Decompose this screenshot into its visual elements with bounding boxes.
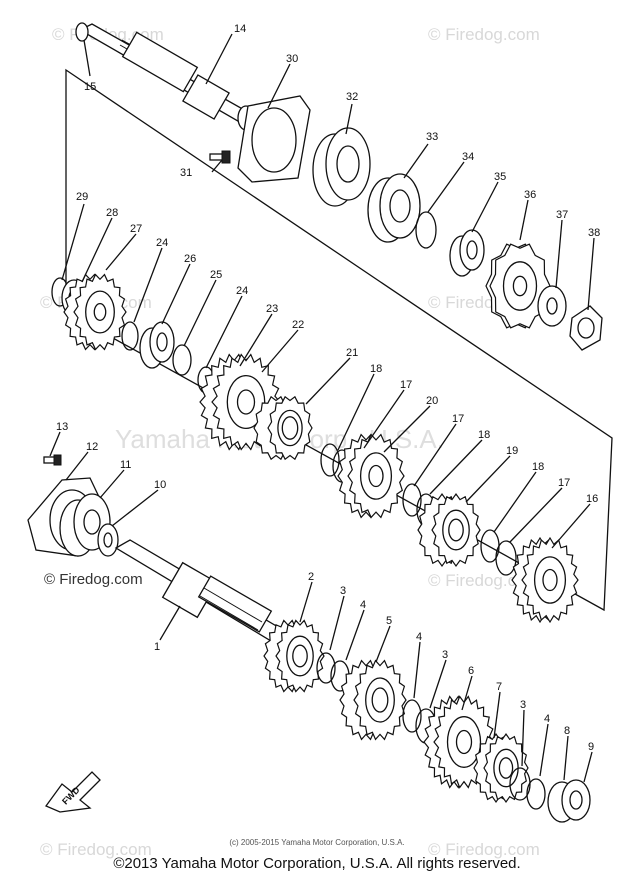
bushing [139,321,175,369]
part-number-23: 23 [266,303,278,315]
circlip [320,443,340,477]
watermark-lower-right: © Firedog.com [428,571,540,590]
screw [43,454,62,466]
part-number-4c: 4 [544,713,550,725]
part-number-25: 25 [210,269,222,281]
part-number-15: 15 [84,81,96,93]
washer [316,652,336,684]
gear [511,536,579,624]
part-number-21: 21 [346,347,358,359]
bearing-retainer-plate [237,95,311,183]
part-number-26: 26 [184,253,196,265]
screw [209,150,231,164]
gear [63,273,127,351]
part-number-6: 6 [468,665,474,677]
part-number-33: 33 [426,131,438,143]
part-number-7: 7 [496,681,502,693]
part-number-32: 32 [346,91,358,103]
part-number-4a: 4 [360,599,366,611]
bearing [312,127,371,207]
part-number-24b: 24 [236,285,248,297]
main-axle [114,539,292,649]
part-number-12: 12 [86,441,98,453]
part-number-19: 19 [506,445,518,457]
gear [339,659,407,741]
part-number-9: 9 [588,741,594,753]
part-number-16: 16 [586,493,598,505]
part-number-4b: 4 [416,631,422,643]
lock-washer [537,285,567,327]
part-number-27: 27 [130,223,142,235]
drive-sprocket [485,243,551,329]
firedog-logo: © Firedog.com [44,571,143,588]
part-number-8: 8 [564,725,570,737]
forward-arrow-icon: FWD [44,771,101,813]
watermark-bottom-right: © Firedog.com [428,840,540,859]
part-number-14: 14 [234,23,246,35]
group-outline [65,68,613,612]
oil-seal [97,523,119,557]
part-number-17a: 17 [400,379,412,391]
part-number-24a: 24 [156,237,168,249]
part-number-2: 2 [308,571,314,583]
part-number-18a: 18 [370,363,382,375]
gear [263,619,325,693]
gear [423,695,495,789]
part-number-1: 1 [154,641,160,653]
small-copyright: (c) 2005-2015 Yamaha Motor Corporation, … [229,838,405,847]
part-number-29: 29 [76,191,88,203]
collar [449,229,485,277]
part-number-36: 36 [524,189,536,201]
gear [337,433,405,519]
part-number-10: 10 [154,479,166,491]
circlip [526,778,546,810]
part-number-22: 22 [292,319,304,331]
part-number-34: 34 [462,151,474,163]
bearing [547,779,591,823]
part-number-37: 37 [556,209,568,221]
part-number-3c: 3 [520,699,526,711]
circlip [415,211,437,249]
part-numbers: 14 15 30 31 32 33 34 35 36 37 38 29 28 2… [56,23,600,753]
part-number-20: 20 [426,395,438,407]
washer [172,344,192,376]
part-number-17b: 17 [452,413,464,425]
part-number-3b: 3 [442,649,448,661]
gear [417,492,481,568]
part-number-5: 5 [386,615,392,627]
gear [473,732,529,804]
gear [253,395,313,461]
circlip [402,699,422,733]
part-number-38: 38 [588,227,600,239]
bearing [367,173,421,243]
nut [569,305,603,351]
part-number-11: 11 [120,459,131,471]
part-number-3a: 3 [340,585,346,597]
part-number-35: 35 [494,171,506,183]
part-number-13: 13 [56,421,68,433]
washer [495,540,517,576]
part-number-18c: 18 [532,461,544,473]
part-number-18b: 18 [478,429,490,441]
part-number-17c: 17 [558,477,570,489]
part-number-28: 28 [106,207,118,219]
watermark-bottom-left: © Firedog.com [40,840,152,859]
washer [402,483,422,517]
leader-lines [49,33,595,783]
washer [121,321,139,351]
watermark-top-right: © Firedog.com [428,25,540,44]
part-number-31: 31 [180,167,192,179]
main-axle [75,22,257,131]
footer-copyright: ©2013 Yamaha Motor Corporation, U.S.A. A… [113,855,521,872]
part-number-30: 30 [286,53,298,65]
